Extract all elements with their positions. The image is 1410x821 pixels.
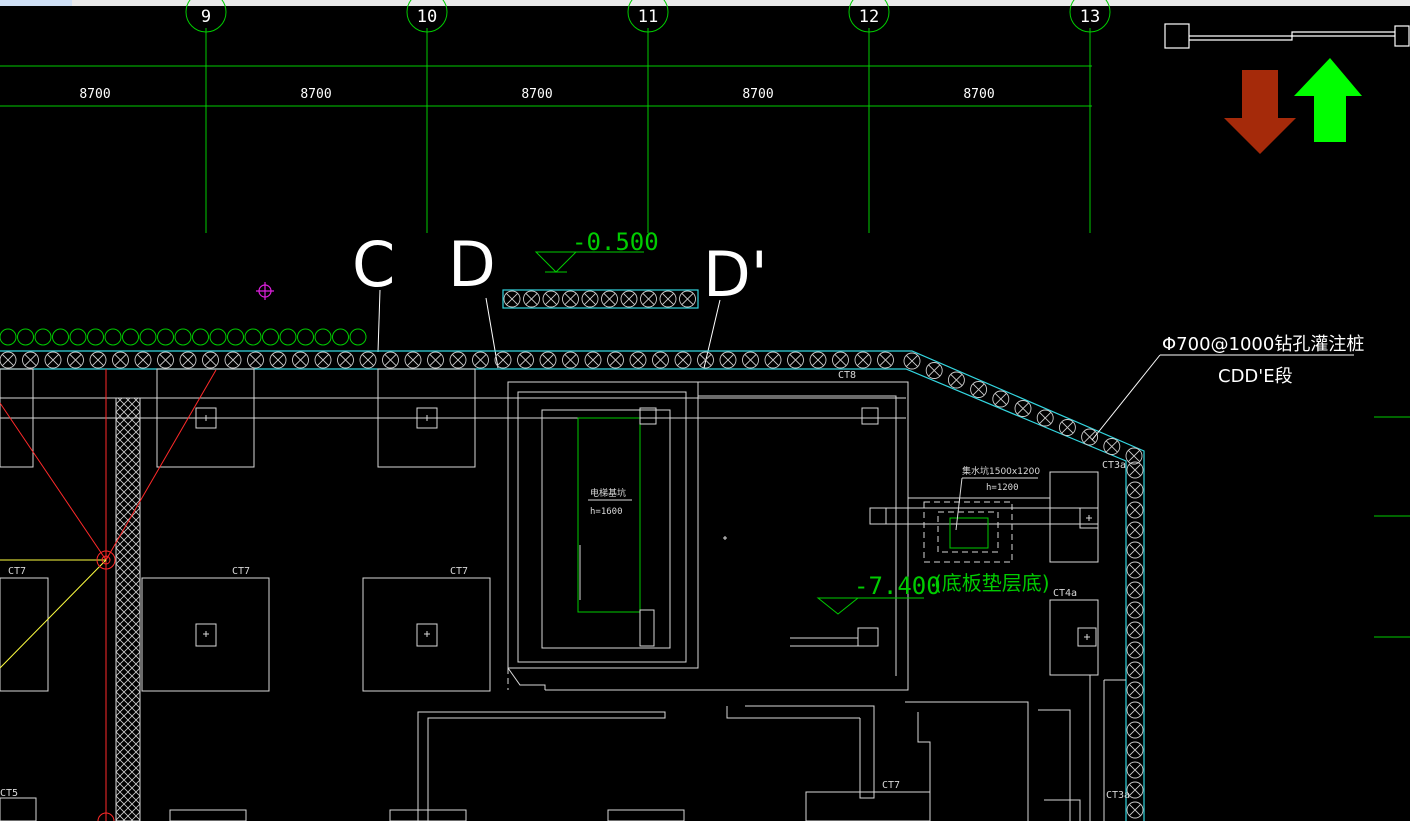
section-letters: C D D' — [352, 228, 768, 311]
hatched-column — [115, 397, 141, 821]
dimension-8700-b: 8700 — [300, 87, 331, 102]
sump-leader — [955, 477, 963, 531]
tag-ct3a-top: CT3a — [1102, 460, 1126, 471]
tag-ct7-d: CT7 — [882, 780, 900, 791]
slider-right-handle — [1394, 25, 1410, 47]
pile-strip-short — [502, 289, 699, 309]
pile-label-leader — [1091, 354, 1354, 441]
arrow-up-icon[interactable] — [1294, 58, 1362, 142]
pile-label: Φ700@1000钻孔灌注桩 — [1162, 334, 1364, 355]
sump-inner — [949, 517, 989, 549]
target-marker-icon[interactable] — [256, 282, 274, 300]
level-mark-bottom — [816, 597, 924, 615]
section-leaders — [377, 289, 721, 369]
section-letter-d: D — [448, 228, 496, 301]
dimension-8700-d: 8700 — [742, 87, 773, 102]
pit-label: 电梯基坑 — [590, 487, 626, 499]
axis-label-13: 13 — [1080, 7, 1100, 27]
sump-label: 集水坑1500x1200 — [962, 465, 1040, 477]
pile-segment-label: CDD'E段 — [1218, 366, 1293, 387]
dimension-8700-c: 8700 — [521, 87, 552, 102]
grid-lines — [0, 0, 1111, 233]
tag-ct7-b: CT7 — [232, 566, 250, 577]
tag-ct4a: CT4a — [1053, 588, 1077, 599]
yellow-diagonal — [0, 559, 107, 669]
active-tab-indicator[interactable] — [0, 0, 72, 6]
pile-wall-main — [0, 350, 1145, 821]
level-mark-top — [534, 251, 644, 273]
section-letter-d-prime: D' — [703, 238, 768, 311]
level-text-bottom: -7.400 — [854, 572, 941, 600]
tag-ct7-c: CT7 — [450, 566, 468, 577]
dimension-8700-a: 8700 — [79, 87, 110, 102]
axis-label-12: 12 — [859, 7, 879, 27]
tag-ct3a-bottom: CT3a — [1106, 790, 1130, 801]
axis-label-10: 10 — [417, 7, 437, 27]
grid-axis-labels: 9 10 11 12 13 — [201, 7, 1100, 27]
sump-depth: h=1200 — [986, 483, 1019, 493]
red-node — [96, 550, 116, 821]
dimension-8700-e: 8700 — [963, 87, 994, 102]
window-top-strip — [0, 0, 1410, 6]
cross-markers — [203, 415, 1092, 640]
tag-ct8: CT8 — [838, 370, 856, 381]
tag-ct7-a: CT7 — [8, 566, 26, 577]
edge-ticks — [1374, 416, 1410, 638]
cap-tags: CT8 CT7 CT7 CT7 CT7 CT5 CT3a CT4a CT3a — [0, 370, 1130, 801]
structure-outlines — [0, 368, 1126, 821]
level-note-bottom: (底板垫层底) — [934, 571, 1050, 595]
axis-label-9: 9 — [201, 7, 211, 27]
pit-depth: h=1600 — [590, 507, 623, 517]
level-text-top: -0.500 — [572, 228, 659, 256]
tag-ct5: CT5 — [0, 788, 18, 799]
pile-row-green — [0, 328, 367, 346]
axis-label-11: 11 — [638, 7, 658, 27]
red-diagonals — [0, 369, 217, 561]
arrow-down-icon[interactable] — [1224, 70, 1296, 154]
slider-left-handle — [1164, 23, 1190, 49]
sump-outline — [507, 501, 1013, 690]
section-letter-c: C — [352, 228, 395, 301]
dimension-labels: 8700 8700 8700 8700 8700 — [79, 87, 994, 102]
zoom-slider[interactable] — [1164, 23, 1410, 49]
